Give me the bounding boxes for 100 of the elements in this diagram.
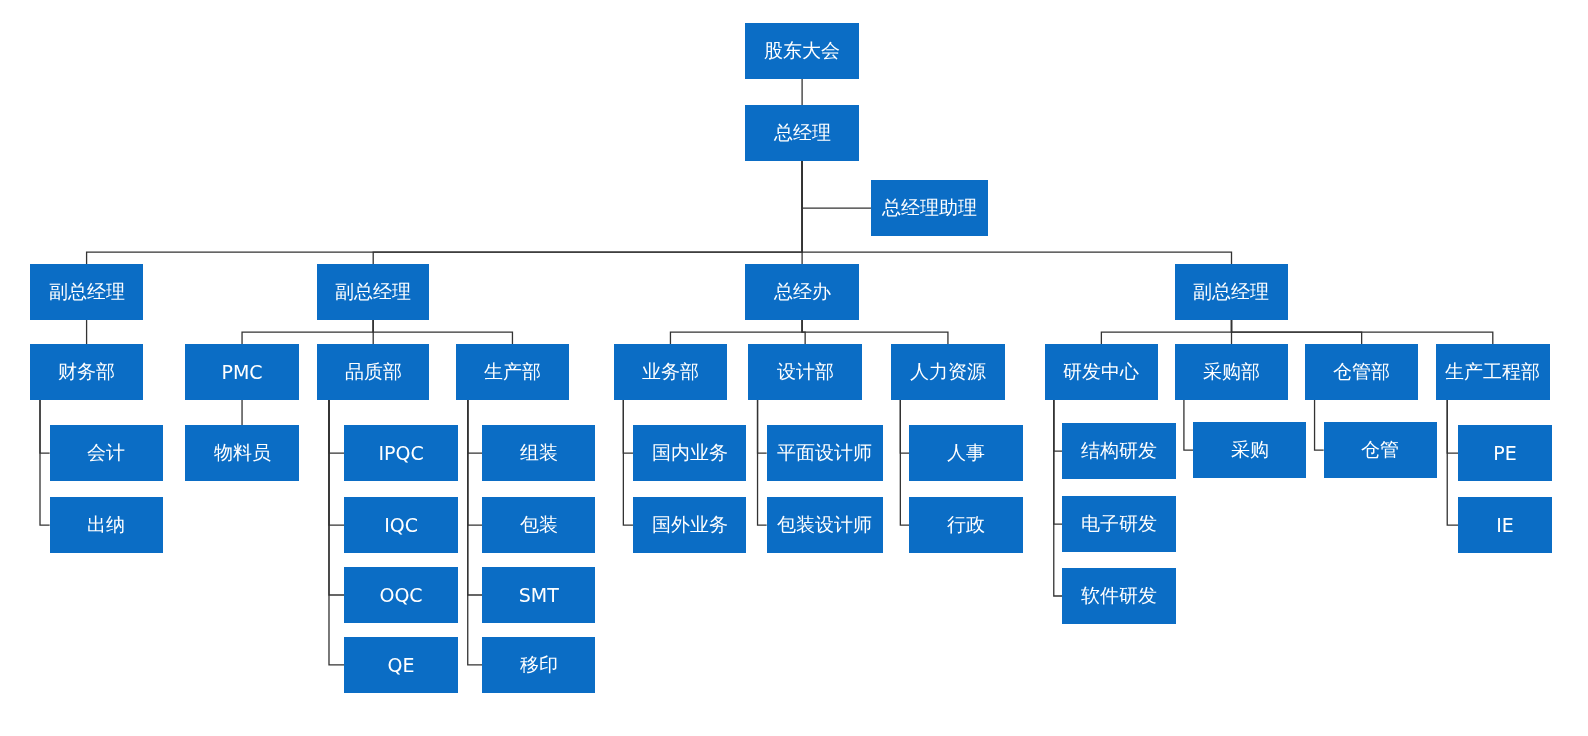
org-box [745,105,859,161]
org-box [766,497,884,553]
org-box [30,264,143,320]
box-label: 出纳 [87,512,126,538]
org-box [870,180,989,236]
org-box [1062,423,1176,479]
box-label: 研发中心 [1063,359,1140,385]
box-label: 国外业务 [651,512,728,538]
org-box [482,497,596,553]
box-label: 生产工程部 [1445,359,1541,385]
box-label: 平面设计师 [777,440,873,466]
box-label: 生产部 [483,359,541,385]
connector-line [85,319,88,345]
org-box [1174,264,1289,320]
connector-line [241,399,243,426]
box-label: 结构研发 [1081,438,1158,464]
box-label: PMC [221,361,263,384]
box-label: 移印 [519,651,558,677]
org-box [1045,344,1158,400]
connector-line [1446,399,1459,526]
org-box [1458,425,1552,482]
connector-line [801,319,949,345]
box-label: 物料员 [213,440,271,466]
org-box [1323,422,1438,478]
org-box [344,497,458,553]
box-label: 包装设计师 [777,512,873,538]
org-box [482,425,596,482]
box-label: 包装 [519,512,558,538]
box-label: 副总经理 [335,279,412,305]
org-box [1193,422,1307,478]
org-box [1062,496,1176,552]
org-box [185,344,299,400]
connector-line [467,399,483,666]
box-label: 组装 [519,440,558,466]
org-box [1174,344,1289,400]
box-label: 采购部 [1203,359,1260,385]
box-label: 副总经理 [48,279,125,305]
box-label: 品质部 [344,359,402,385]
org-box [632,497,747,553]
box-label: 股东大会 [764,38,841,64]
box-label: 采购 [1230,437,1269,463]
box-label: 副总经理 [1193,279,1270,305]
org-box [49,497,164,553]
org-box [891,344,1005,400]
org-box [482,637,596,693]
connector-line [328,399,345,666]
org-box [745,23,859,79]
connector-line [1230,319,1494,345]
box-label: 行政 [947,512,986,538]
connector-line [899,399,911,526]
box-label: QE [387,653,415,676]
org-box [317,344,430,400]
connector-line [39,399,51,526]
org-box [909,497,1023,553]
org-box [909,425,1023,482]
connector-line [756,399,768,526]
org-box [344,425,458,482]
org-box [30,344,143,400]
org-box [455,344,570,400]
box-label: 总经理 [773,120,831,146]
org-box [1458,497,1552,553]
box-label: 仓管部 [1333,359,1391,385]
box-label: 总经理助理 [882,195,978,221]
box-label: OQC [379,584,423,606]
box-label: 软件研发 [1081,583,1158,608]
box-label: 国内业务 [651,440,728,466]
box-label: PE [1493,442,1517,465]
org-box [344,567,458,623]
box-label: 仓管 [1361,437,1400,463]
box-label: 总经办 [773,279,831,305]
org-box [1062,568,1176,624]
connector-line [801,78,803,106]
org-box [613,344,728,400]
box-label: 设计部 [776,359,834,385]
org-box [766,425,884,482]
box-label: 人力资源 [909,359,986,385]
org-box [1305,344,1418,400]
box-label: IE [1496,514,1514,537]
org-box [745,264,859,320]
box-label: 业务部 [641,359,699,385]
connector-line [622,399,634,526]
org-box [1436,344,1550,400]
box-label: 财务部 [58,359,116,385]
box-label: 电子研发 [1081,511,1158,537]
connector-line [1313,399,1325,451]
org-box [344,637,458,693]
org-box [632,425,747,482]
connector-line [1183,399,1194,451]
org-box [482,567,596,623]
box-label: 会计 [87,440,126,466]
org-box [748,344,862,400]
connector-line [1053,399,1064,597]
connector-line [372,319,514,345]
org-box [185,425,299,482]
box-label: SMT [518,584,559,606]
org-box [317,264,430,320]
box-label: IQC [384,514,418,537]
org-box [49,425,164,482]
box-label: 人事 [947,440,986,466]
box-label: IPQC [378,442,424,465]
